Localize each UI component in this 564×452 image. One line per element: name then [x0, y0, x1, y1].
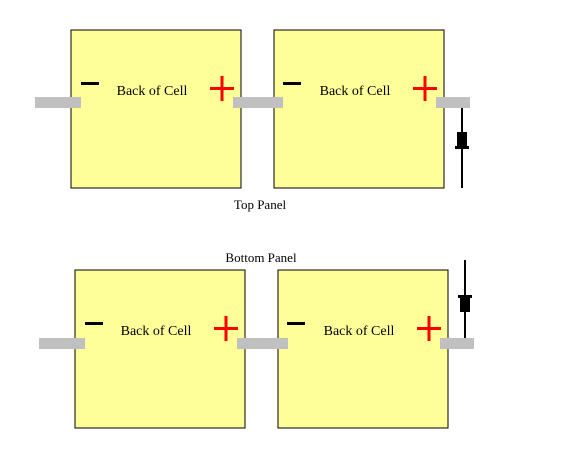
top-panel: Back of Cell Back of Cell [35, 29, 470, 212]
top-cell-2: Back of Cell [273, 29, 445, 189]
bottom-cell-1-label: Back of Cell [121, 324, 192, 339]
top-cell-1-label: Back of Cell [117, 84, 188, 99]
top-cell-2-body [273, 29, 445, 189]
plus-sign-icon [417, 316, 441, 341]
connector-tab-icon [237, 338, 288, 349]
bypass-diode-symbol-icon [458, 260, 472, 338]
minus-sign-icon [85, 322, 103, 325]
bottom-cell-1-body [74, 269, 246, 429]
bottom-cell-2: Back of Cell [277, 269, 449, 429]
top-cell-2-label: Back of Cell [320, 84, 391, 99]
bottom-panel: Bottom Panel Back of Cell Back of Cell [39, 250, 474, 429]
connector-tab-icon [440, 338, 474, 349]
plus-sign-icon [210, 76, 234, 101]
bottom-cell-2-body [277, 269, 449, 429]
top-cell-1: Back of Cell [70, 29, 242, 189]
connector-tab-icon [436, 97, 470, 108]
connector-tab-icon [39, 338, 85, 349]
minus-sign-icon [283, 82, 301, 85]
bypass-diode-symbol-icon [455, 108, 469, 188]
bottom-panel-label: Bottom Panel [225, 250, 297, 265]
plus-sign-icon [214, 316, 238, 341]
minus-sign-icon [81, 82, 99, 85]
top-cell-1-body [70, 29, 242, 189]
connector-tab-icon [35, 97, 81, 108]
bottom-cell-2-label: Back of Cell [324, 324, 395, 339]
bottom-cell-1: Back of Cell [74, 269, 246, 429]
connector-tab-icon [233, 97, 283, 108]
minus-sign-icon [287, 322, 305, 325]
plus-sign-icon [413, 76, 437, 101]
top-panel-label: Top Panel [234, 197, 287, 212]
